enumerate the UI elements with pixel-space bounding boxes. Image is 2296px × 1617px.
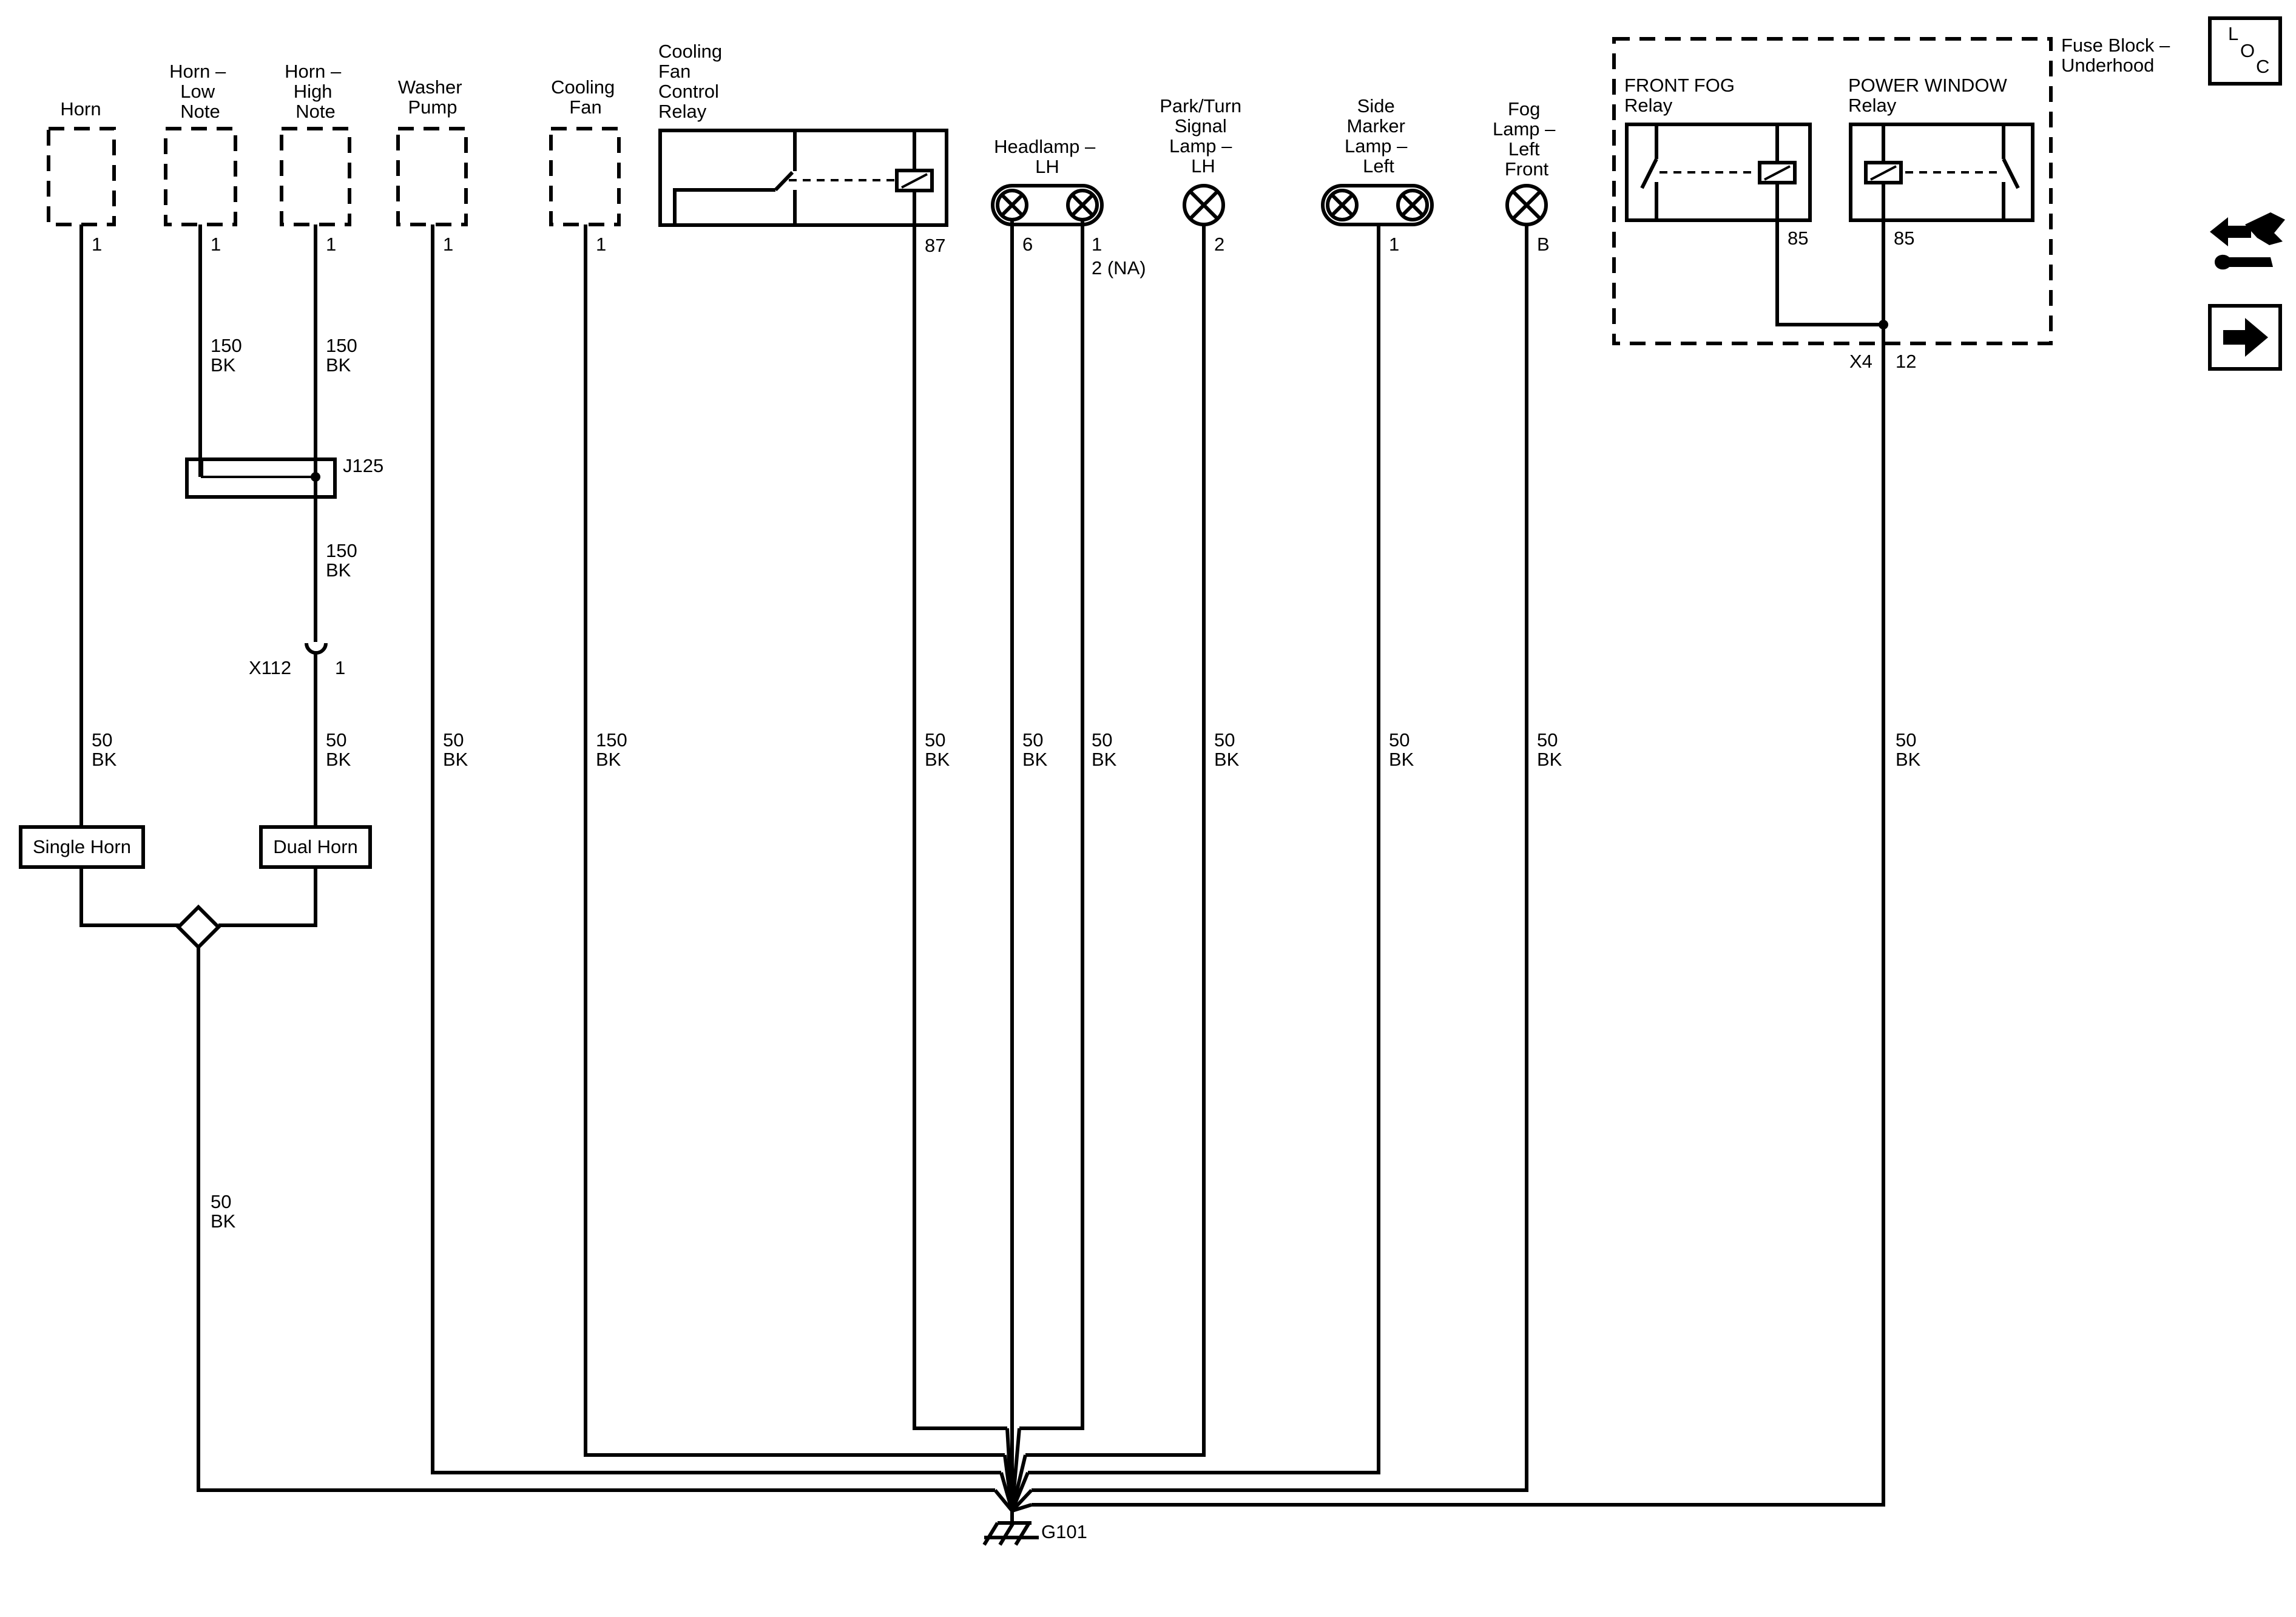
connector-boxes	[47, 127, 621, 226]
pin-headlamp-2na: 2 (NA)	[1092, 257, 1146, 279]
horn-low-connector	[164, 127, 237, 226]
pin-horn-low: 1	[211, 234, 221, 255]
label-power-window-relay: POWER WINDOW Relay	[1848, 75, 2012, 116]
svg-text:C: C	[2256, 56, 2269, 77]
pin-horn-high: 1	[326, 234, 336, 255]
connector-j125: J125	[343, 455, 383, 476]
side-marker-lamp-symbol	[1321, 184, 1434, 226]
svg-text:O: O	[2240, 40, 2255, 61]
pin-labels: 1 1 1 1 1 87 6 1 2 (NA) 2 1 B 85 85 12 1	[92, 228, 1916, 678]
label-horn-high-note: Horn – High Note	[285, 61, 346, 122]
pin-horn: 1	[92, 234, 102, 255]
label-front-fog-relay: FRONT FOG Relay	[1624, 75, 1740, 116]
pin-x112-1: 1	[335, 657, 345, 678]
pin-fog: B	[1537, 234, 1550, 255]
connector-wrench-icon[interactable]	[2210, 212, 2285, 270]
pin-cooling-fan: 1	[596, 234, 606, 255]
pin-pw-relay-85: 85	[1894, 228, 1914, 249]
pin-side-marker: 1	[1389, 234, 1399, 255]
label-horn: Horn	[60, 98, 101, 120]
horn-option-boxes: Single Horn Dual Horn	[19, 825, 372, 869]
pin-fog-relay-85: 85	[1788, 228, 1808, 249]
pin-headlamp-6: 6	[1022, 234, 1033, 255]
label-washer-pump: Washer Pump	[398, 76, 467, 118]
loc-box-icon[interactable]: L O C	[2208, 16, 2282, 86]
fuse-block-underhood	[1612, 37, 2053, 345]
ground-g101-symbol	[982, 1521, 1039, 1546]
dual-horn-label: Dual Horn	[273, 836, 358, 857]
pin-washer: 1	[443, 234, 453, 255]
wires	[79, 220, 1885, 1523]
headlamp-lh-symbol	[991, 184, 1104, 226]
fog-lamp-symbol	[1505, 184, 1548, 226]
label-cooling-fan-relay: Cooling Fan Control Relay	[658, 41, 728, 122]
svg-text:L: L	[2228, 23, 2238, 44]
next-arrow-icon[interactable]	[2208, 304, 2282, 371]
pin-park-turn: 2	[1214, 234, 1224, 255]
cooling-fan-connector	[549, 127, 621, 226]
label-horn-low-note: Horn – Low Note	[169, 61, 231, 122]
label-park-turn-lamp: Park/Turn Signal Lamp – LH	[1160, 95, 1247, 177]
label-cooling-fan: Cooling Fan	[551, 76, 620, 118]
horn-connector	[47, 127, 116, 226]
connector-x112: X112	[249, 657, 291, 678]
connector-labels: J125 X112 X4 G101	[249, 351, 1872, 1542]
pin-headlamp-1: 1	[1092, 234, 1102, 255]
label-headlamp-lh: Headlamp – LH	[994, 136, 1101, 177]
park-turn-lamp-symbol	[1183, 184, 1225, 226]
single-horn-label: Single Horn	[33, 836, 131, 857]
washer-pump-connector	[396, 127, 468, 226]
horn-high-connector	[280, 127, 351, 226]
pin-x4-12: 12	[1896, 351, 1916, 372]
label-side-marker-lamp: Side Marker Lamp – Left	[1345, 95, 1413, 177]
label-fog-lamp: Fog Lamp – Left Front	[1493, 98, 1561, 180]
connector-x4: X4	[1849, 351, 1872, 372]
ground-g101: G101	[1041, 1521, 1087, 1542]
pin-relay-87: 87	[925, 235, 945, 256]
label-fuse-block: Fuse Block – Underhood	[2061, 35, 2175, 76]
cooling-fan-relay-symbol	[658, 129, 948, 227]
component-labels: Horn Horn – Low Note Horn – High Note Wa…	[60, 35, 2175, 180]
